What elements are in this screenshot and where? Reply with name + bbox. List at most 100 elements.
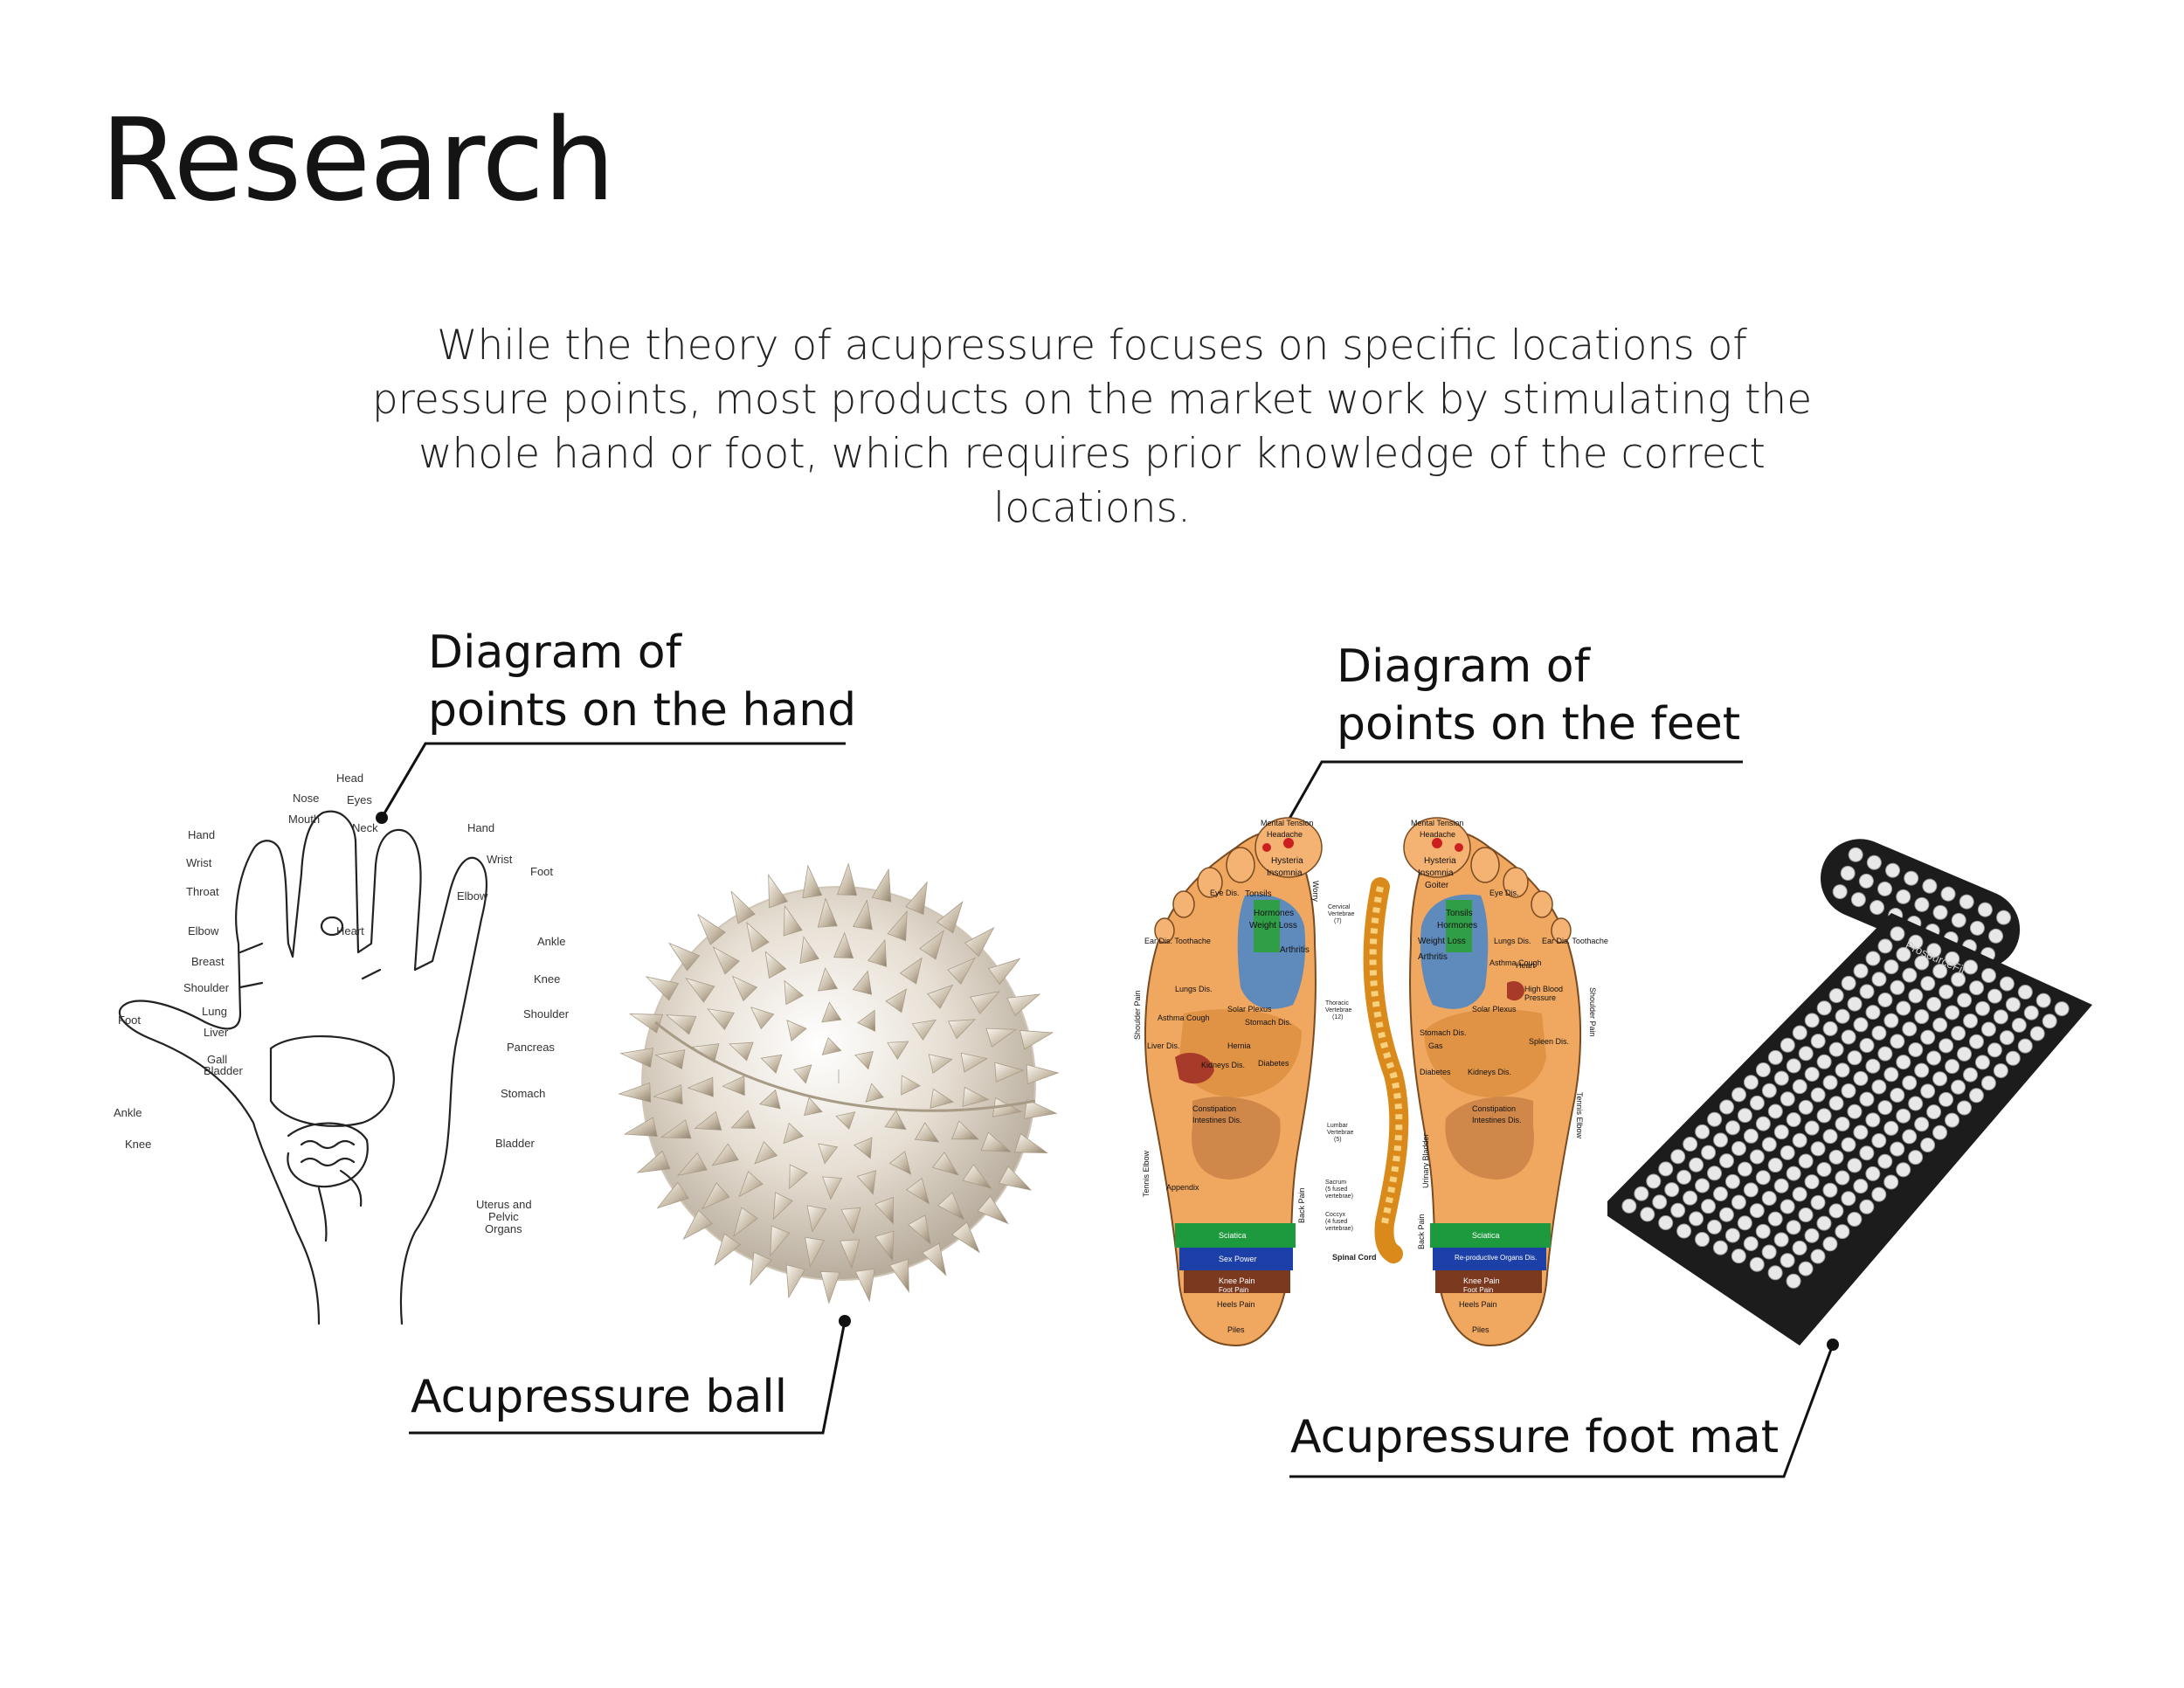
mat-spike bbox=[1871, 972, 1887, 987]
mat-spike bbox=[1731, 1087, 1746, 1103]
svg-text:Gas: Gas bbox=[1428, 1041, 1443, 1050]
ball-spike bbox=[821, 1036, 842, 1055]
mat-spike bbox=[1999, 1030, 2015, 1046]
mat-spike bbox=[1890, 1087, 1905, 1103]
svg-text:Sciatica: Sciatica bbox=[1219, 1231, 1247, 1240]
mat-spike bbox=[1707, 1166, 1723, 1181]
mat-spike bbox=[1749, 1149, 1765, 1165]
svg-text:Goiter: Goiter bbox=[1425, 881, 1449, 890]
mat-spike bbox=[1701, 1199, 1717, 1214]
mat-spike bbox=[1853, 963, 1869, 979]
svg-text:Re-productive Organs Dis.: Re-productive Organs Dis. bbox=[1455, 1254, 1537, 1262]
mat-spike bbox=[1737, 1215, 1752, 1231]
mat-spike bbox=[1822, 1236, 1838, 1252]
intro-paragraph: While the theory of acupressure focuses … bbox=[371, 322, 1813, 532]
mat-spike bbox=[1718, 1207, 1734, 1222]
svg-text:Stomach Dis.: Stomach Dis. bbox=[1420, 1028, 1467, 1037]
mat-spike bbox=[1767, 1049, 1783, 1065]
pillow-spike bbox=[1832, 884, 1848, 900]
acupressure-ball bbox=[618, 862, 1060, 1304]
ball-spike bbox=[931, 1152, 959, 1176]
svg-text:Spinal Cord: Spinal Cord bbox=[1332, 1253, 1377, 1262]
ball-spike bbox=[722, 1075, 745, 1097]
pillow-spike bbox=[1932, 904, 1948, 920]
svg-text:Tennis Elbow: Tennis Elbow bbox=[1575, 1092, 1584, 1139]
mat-spike bbox=[1847, 1211, 1863, 1227]
ball-spike bbox=[985, 1027, 1018, 1048]
ball-spike bbox=[645, 976, 680, 1001]
ball-spike bbox=[821, 1001, 842, 1023]
mat-spike bbox=[1902, 1129, 1918, 1145]
ball-spike bbox=[786, 1020, 807, 1041]
svg-text:Wrist: Wrist bbox=[186, 856, 212, 869]
ball-spike bbox=[874, 1196, 894, 1225]
mat-spike bbox=[1890, 926, 1905, 942]
ball-spike bbox=[1026, 1064, 1060, 1085]
ball-spike bbox=[783, 1122, 805, 1145]
ball-spike bbox=[833, 931, 854, 958]
mat-spike bbox=[1683, 1190, 1698, 1206]
mat-spike bbox=[1804, 1013, 1820, 1028]
mat-spike bbox=[1664, 1182, 1680, 1198]
svg-text:Insomnia: Insomnia bbox=[1267, 868, 1303, 878]
mat-spike bbox=[1786, 1058, 1801, 1074]
mat-spike bbox=[1871, 1079, 1887, 1095]
pillow-spike bbox=[1951, 912, 1966, 928]
svg-text:Hormones: Hormones bbox=[1254, 909, 1294, 918]
mat-spike bbox=[1865, 1058, 1881, 1074]
pillow-spike bbox=[1885, 862, 1901, 878]
svg-text:vertebrae): vertebrae) bbox=[1325, 1193, 1353, 1200]
mat-spike bbox=[1792, 1132, 1807, 1148]
svg-text:Solar Plexus: Solar Plexus bbox=[1227, 1005, 1272, 1013]
mat-spike bbox=[1767, 1103, 1783, 1119]
left-foot: Mental Tension Headache Hysteria Insomni… bbox=[1133, 817, 1323, 1347]
ball-spike bbox=[730, 1110, 757, 1129]
feet-diagram-label-line2: points on the feet bbox=[1337, 698, 1741, 751]
mat-spike bbox=[1908, 988, 1924, 1004]
mat-spike bbox=[1695, 1232, 1711, 1248]
mat-spike bbox=[1920, 976, 1936, 992]
svg-text:Breast: Breast bbox=[191, 955, 225, 968]
mat-spikes bbox=[1621, 926, 2070, 1289]
ball-spike bbox=[928, 1054, 953, 1075]
pillow-spike bbox=[1866, 854, 1882, 870]
mat-spike bbox=[1810, 1087, 1826, 1103]
mat-spike bbox=[1792, 1079, 1807, 1095]
mat-spike bbox=[1999, 976, 2015, 992]
mat-spike bbox=[1883, 959, 1899, 975]
mat-spike bbox=[1957, 993, 1973, 1008]
svg-text:(12): (12) bbox=[1332, 1014, 1343, 1020]
ball-spike bbox=[899, 957, 923, 985]
mat-spike bbox=[1670, 1149, 1686, 1165]
mat-spike bbox=[1683, 1137, 1698, 1152]
mat-spike bbox=[1828, 988, 1844, 1004]
mat-spike bbox=[1883, 1067, 1899, 1083]
svg-text:Hormones: Hormones bbox=[1437, 921, 1477, 930]
hand-outline bbox=[118, 810, 488, 1325]
mat-spike bbox=[1877, 1100, 1893, 1116]
svg-text:Throat: Throat bbox=[186, 885, 219, 898]
ball-spike bbox=[914, 1122, 940, 1143]
mat-spike bbox=[1932, 1071, 1948, 1087]
svg-text:Tonsils: Tonsils bbox=[1245, 889, 1272, 899]
mat-spike bbox=[1835, 1224, 1850, 1240]
svg-text:Weight Loss: Weight Loss bbox=[1418, 937, 1466, 946]
ball-spike bbox=[714, 1233, 742, 1266]
ball-spike bbox=[887, 1041, 909, 1061]
mat-spike bbox=[1724, 1173, 1740, 1189]
svg-text:Piles: Piles bbox=[1472, 1325, 1489, 1334]
svg-text:Lung: Lung bbox=[202, 1005, 227, 1018]
ball-spike bbox=[937, 1192, 965, 1221]
mat-spike bbox=[1755, 1170, 1771, 1186]
mat-spike bbox=[1780, 1199, 1795, 1214]
mat-spike bbox=[1713, 1132, 1729, 1148]
svg-text:Heart: Heart bbox=[1516, 961, 1536, 970]
svg-text:Asthma Cough: Asthma Cough bbox=[1489, 958, 1542, 967]
svg-text:Ear Dis. Toothache: Ear Dis. Toothache bbox=[1144, 937, 1211, 945]
svg-text:Diabetes: Diabetes bbox=[1258, 1059, 1289, 1068]
pillow-spike bbox=[1870, 900, 1885, 916]
mat-spike bbox=[1761, 1083, 1777, 1098]
mat-spike bbox=[1945, 951, 1960, 966]
ball-spike bbox=[793, 1064, 812, 1084]
